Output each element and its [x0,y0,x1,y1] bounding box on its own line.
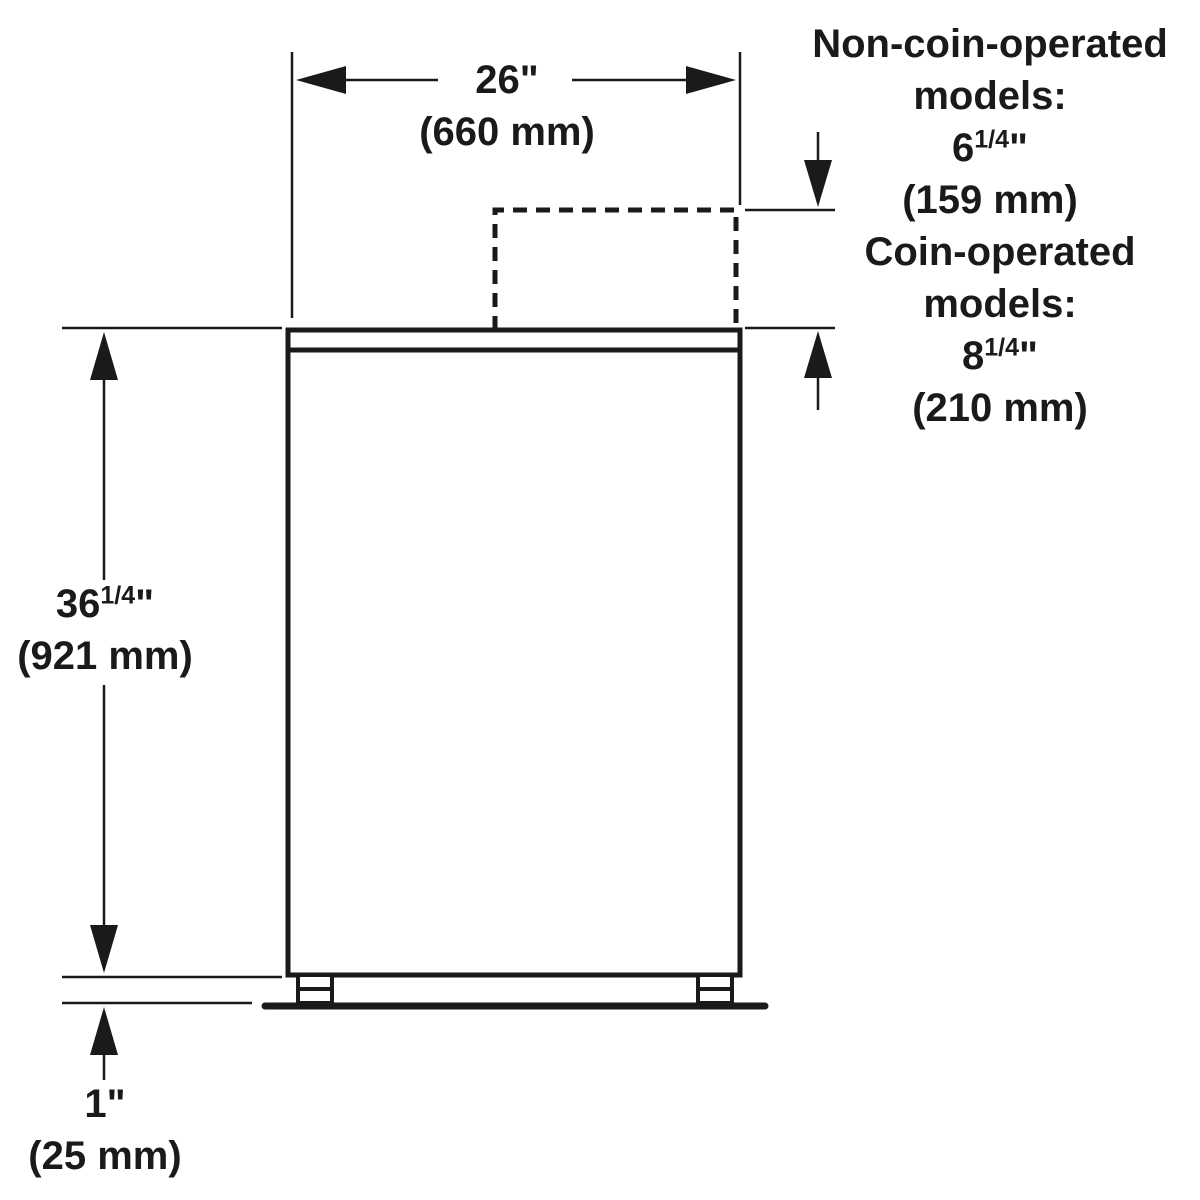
washer-body [285,327,743,978]
width-dimension-arrows [296,66,736,94]
coin-fraction: 1/4 [984,333,1020,362]
non-coin-metric: (159 mm) [902,178,1078,222]
height-dimension-arrows [90,332,118,973]
height-whole: 36 [55,582,101,626]
width-imperial: 26" [475,58,539,102]
height-inch-mark: " [135,582,155,626]
non-coin-inch-mark: " [1009,126,1028,170]
coin-inch-mark: " [1019,334,1038,378]
coin-models-label: Coin-operated models: 81/4" (210 mm) [790,226,1200,434]
foot-arrow-head [90,1007,118,1055]
extension-lines [62,52,835,1005]
console-dimension-arrows [804,132,832,410]
coin-whole: 8 [962,334,985,378]
non-coin-models-label: Non-coin-operated models: 61/4" (159 mm) [780,18,1200,226]
width-dimension-label: 26" (660 mm) [372,54,642,158]
coin-metric: (210 mm) [912,386,1088,430]
width-metric: (660 mm) [419,110,595,154]
coin-imperial: 81/4" [790,330,1200,382]
foot-dimension-arrow [90,1007,118,1080]
height-arrow-bottom-head [90,925,118,973]
foot-metric: (25 mm) [28,1134,182,1178]
height-dimension-label: 361/4" (921 mm) [0,578,210,682]
non-coin-title: Non-coin-operated [812,22,1168,66]
washer-feet [296,973,734,1005]
console-arrow-down-head [804,160,832,207]
control-console-outline [492,207,739,330]
height-metric: (921 mm) [17,634,193,678]
washer-cabinet [285,327,743,978]
coin-title: Coin-operated [864,230,1136,274]
height-arrow-top-head [90,332,118,380]
foot-dimension-label: 1" (25 mm) [0,1078,210,1182]
height-fraction: 1/4 [100,581,136,610]
coin-subtitle: models: [923,282,1077,326]
width-arrow-right-head [686,66,736,94]
non-coin-fraction: 1/4 [974,125,1010,154]
width-arrow-left-head [296,66,346,94]
height-imperial: 361/4" [0,578,210,630]
non-coin-subtitle: models: [913,74,1067,118]
non-coin-imperial: 61/4" [780,122,1200,174]
non-coin-whole: 6 [952,126,975,170]
console-arrow-up-head [804,331,832,378]
foot-imperial: 1" [84,1082,126,1126]
